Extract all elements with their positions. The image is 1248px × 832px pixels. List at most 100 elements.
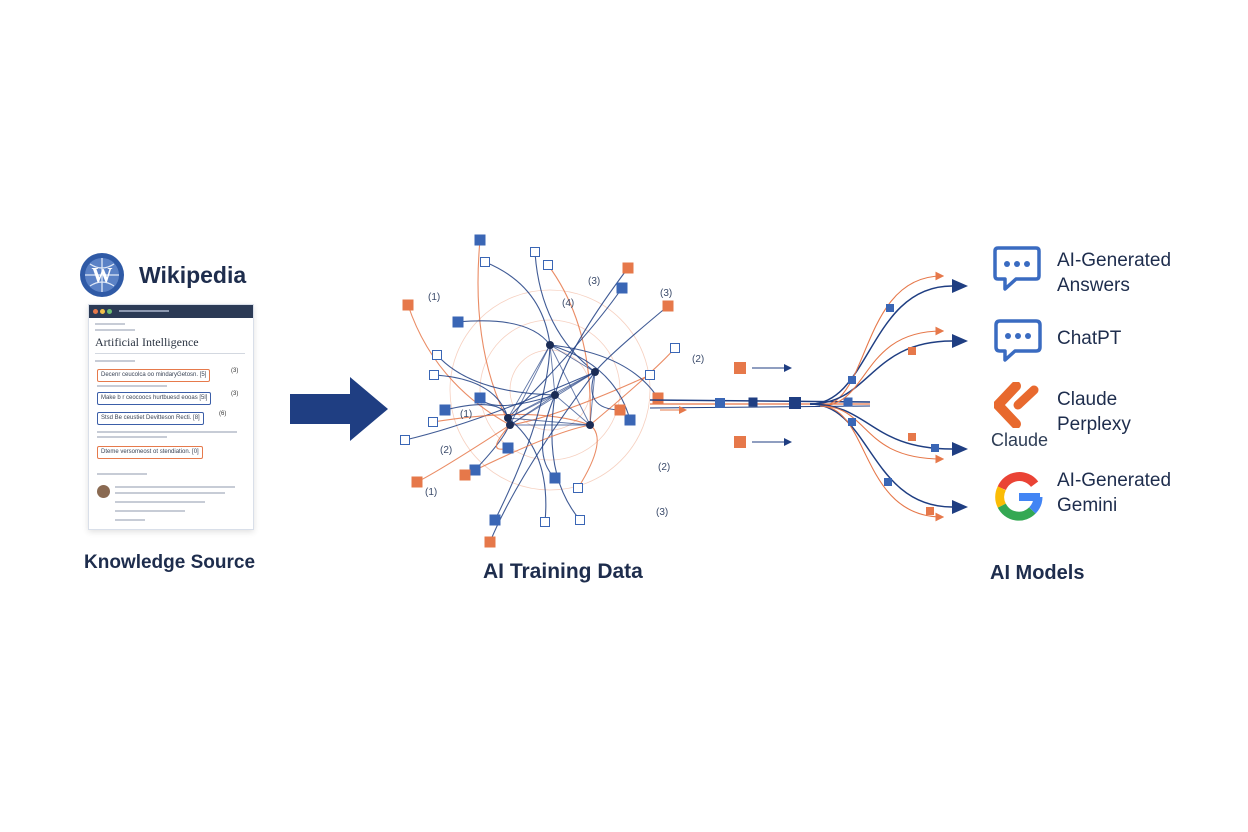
data-node (439, 404, 451, 416)
network-edge (507, 417, 591, 426)
bundle-node (748, 397, 758, 407)
citation-box: Dteme versomeost ot stendiation. [0] (97, 446, 203, 459)
chat-bubble-icon (993, 246, 1041, 291)
network-edge (594, 305, 669, 373)
network-edge (549, 344, 659, 399)
network-edge (432, 413, 591, 426)
citation-note: (3) (231, 368, 239, 374)
model-label-claude: Claude Perplexy (1057, 389, 1131, 435)
citation-note: (3) (231, 391, 239, 397)
data-node (530, 247, 540, 257)
data-node (452, 316, 464, 328)
network-edge (507, 394, 556, 419)
data-node (622, 262, 634, 274)
fanout-curve (809, 403, 953, 508)
fanout-curve (819, 405, 945, 522)
reference-marker: (3) (588, 276, 600, 287)
network-edge (577, 424, 598, 489)
network-edge (464, 424, 591, 476)
data-node (480, 257, 490, 267)
google-g-icon (995, 472, 1043, 521)
network-edge (444, 404, 509, 419)
wikipedia-globe-icon: W (80, 253, 124, 297)
model-label-gemini: AI-Generated Gemini (1057, 470, 1172, 516)
knowledge-source-label: Knowledge Source (84, 552, 256, 573)
model-arrowhead (952, 442, 968, 456)
network-edge (549, 344, 631, 421)
hub-node (506, 421, 514, 429)
data-node (645, 370, 655, 380)
network-edge (477, 239, 511, 426)
reference-marker: (3) (660, 288, 672, 299)
data-node (484, 536, 496, 548)
fanout-node (848, 376, 856, 384)
fanout-node (884, 478, 892, 486)
data-node (459, 469, 471, 481)
data-node (469, 464, 481, 476)
data-node (624, 414, 636, 426)
network-edge (589, 371, 596, 426)
network-edge (484, 261, 551, 346)
svg-text:W: W (92, 263, 113, 287)
citation-note: (6) (219, 411, 227, 417)
citation-box: Make b r ceocoocs hurtbuesd eooas [5l] (97, 392, 212, 405)
network-edge (436, 354, 556, 396)
data-node (543, 260, 553, 270)
network-edge (534, 251, 596, 373)
fanout-node (931, 444, 939, 452)
bundle-node (715, 398, 725, 408)
data-node (474, 234, 486, 246)
fanout-curve (819, 271, 945, 407)
data-node (411, 476, 423, 488)
network-edge (509, 371, 596, 426)
hub-node (546, 341, 554, 349)
network-ring (479, 319, 621, 461)
model-label-chatpt: ChatPT (1057, 328, 1122, 349)
data-node (662, 300, 674, 312)
data-node (400, 435, 410, 445)
model-label-answers: AI-Generated Answers (1057, 250, 1172, 296)
bundle-node (843, 397, 853, 407)
hub-node (591, 368, 599, 376)
hub-node (551, 391, 559, 399)
network-edge (549, 344, 556, 396)
fanout-curve (809, 403, 953, 450)
article-title: Artificial Intelligence (95, 335, 199, 349)
data-node (575, 515, 585, 525)
citation-box: Decenr ceucolca oo mindaryGetosn. [5] (97, 369, 211, 382)
data-node (616, 282, 628, 294)
claude-caption: Claude (991, 430, 1049, 450)
data-node (549, 472, 561, 484)
fanout-node (886, 304, 894, 312)
network-edge (554, 394, 591, 426)
data-node (428, 417, 438, 427)
fanout-node (848, 418, 856, 426)
data-node (573, 483, 583, 493)
network-edge (554, 267, 629, 396)
data-node (614, 404, 626, 416)
hub-node (504, 414, 512, 422)
fanout-node (908, 347, 916, 355)
network-edge (433, 374, 509, 419)
wikipedia-article-preview: Artificial Intelligence Decenr ceucolca … (88, 304, 254, 530)
data-node (402, 299, 414, 311)
data-node (502, 442, 514, 454)
data-node (540, 517, 550, 527)
bundle-node (789, 397, 801, 409)
reference-marker: (2) (692, 354, 704, 365)
ai-models-label: AI Models (990, 562, 1085, 584)
fanout-curve (809, 340, 953, 405)
model-arrowhead (952, 279, 968, 293)
bundle-node (734, 436, 746, 448)
fanout-curve (809, 285, 953, 405)
network-edge (551, 394, 581, 521)
reference-marker: (4) (562, 298, 574, 309)
data-node (432, 350, 442, 360)
network-edge (509, 344, 551, 426)
wikipedia-title: Wikipedia (139, 262, 247, 288)
training-data-label: AI Training Data (483, 560, 643, 583)
reference-marker: (1) (460, 409, 472, 420)
network-edge (457, 320, 551, 346)
bundle-node (734, 362, 746, 374)
model-arrowhead (952, 334, 968, 348)
